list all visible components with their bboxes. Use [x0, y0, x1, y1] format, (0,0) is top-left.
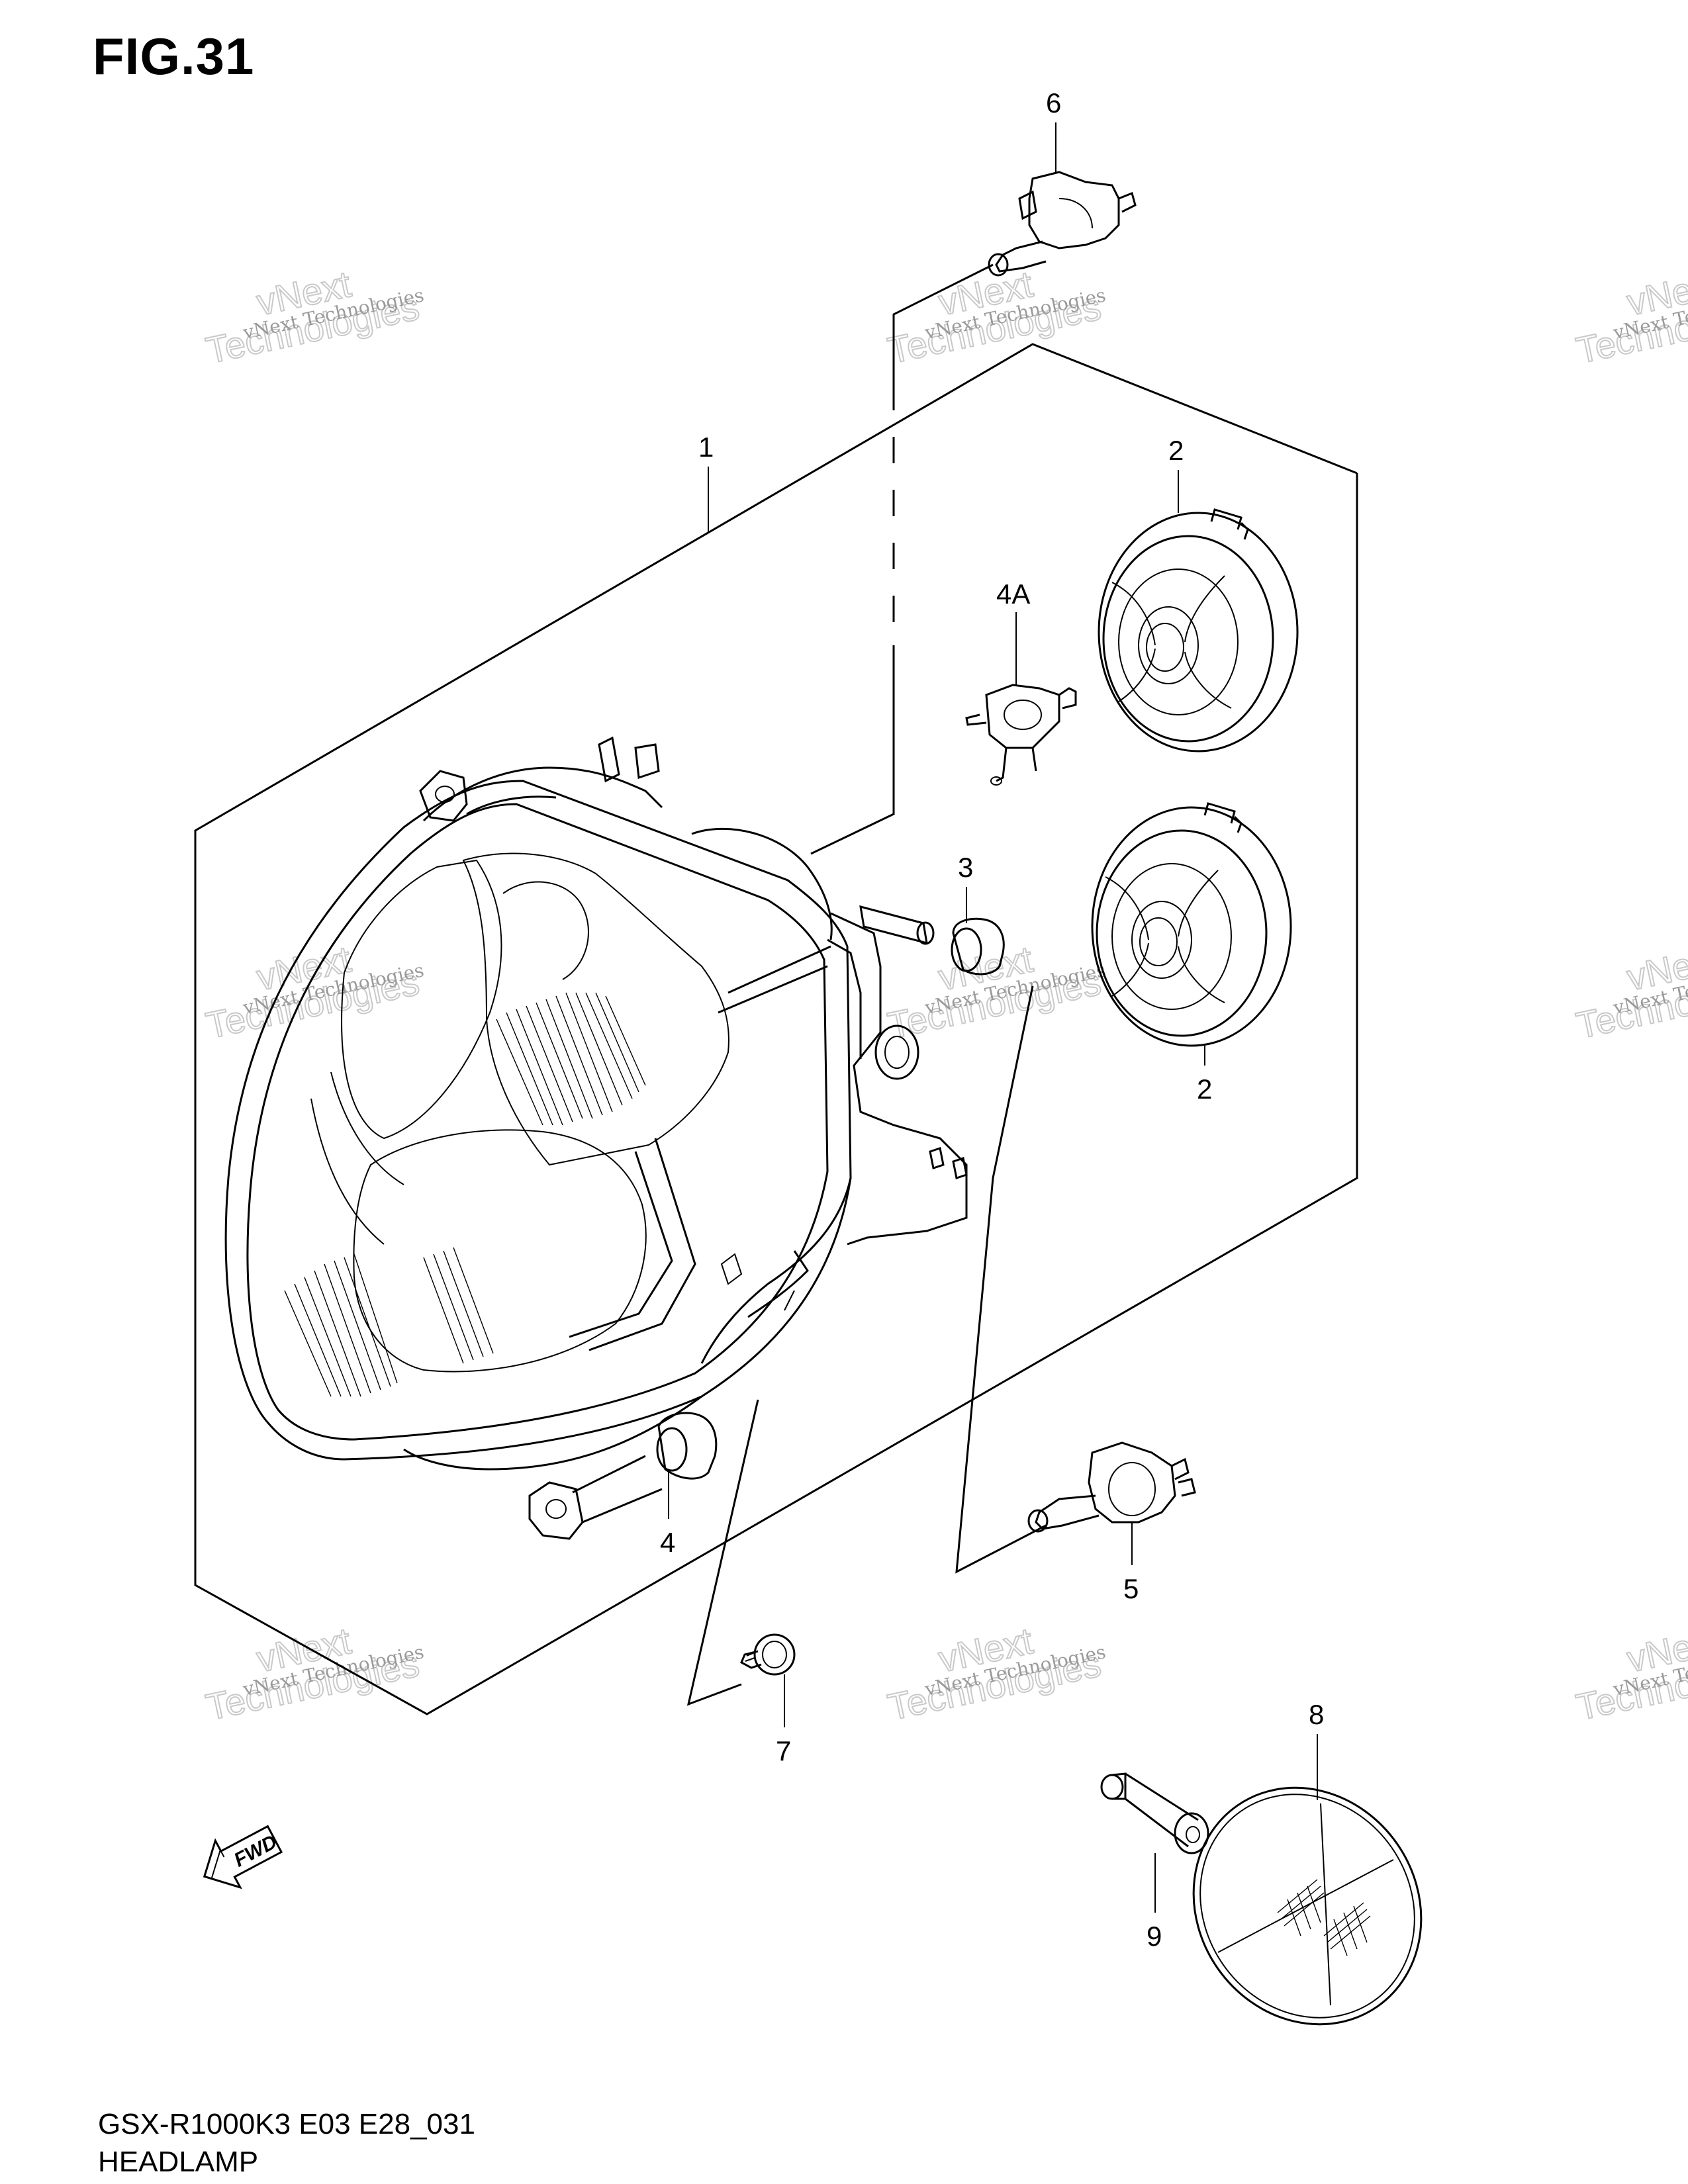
bulb-5-bracket	[955, 985, 1047, 1574]
bulb-5	[1027, 1441, 1196, 1533]
bulb-6-bracket	[810, 645, 895, 855]
lens-cover-8	[1192, 1786, 1423, 2026]
watermark-layer: Technologies vNext vNext Technologies Te…	[202, 262, 1688, 1729]
watermark: Technologies vNext vNext Technologies	[884, 262, 1108, 372]
watermark: Technologies vNext vNext Technologies	[884, 937, 1108, 1047]
bulb-6	[988, 171, 1137, 277]
callout-4a: 4A	[996, 578, 1030, 610]
lens-cover-hatching	[1277, 1879, 1371, 1956]
watermark: Technologies vNext vNext Technologies	[1572, 1619, 1688, 1729]
watermark: Technologies vNext vNext Technologies	[884, 1619, 1108, 1729]
assembly-frame	[194, 343, 1358, 1715]
pin-9	[1100, 1772, 1209, 1854]
screw-7-bracket	[686, 1399, 759, 1706]
screw-7	[740, 1633, 796, 1676]
watermark: Technologies vNext vNext Technologies	[202, 937, 426, 1047]
fwd-arrow-icon: FWD	[203, 1825, 283, 1889]
figure-title: FIG.31	[93, 27, 255, 85]
reflector-upper	[1098, 508, 1299, 752]
bulb-6-bracket	[892, 263, 994, 410]
callout-3: 3	[958, 852, 973, 883]
headlamp-housing	[224, 736, 968, 1540]
callout-8: 8	[1309, 1699, 1324, 1730]
watermark: Technologies vNext vNext Technologies	[1572, 937, 1688, 1047]
grommet-4	[572, 1412, 718, 1494]
leader-lines	[668, 122, 1318, 1913]
watermark: Technologies vNext vNext Technologies	[202, 262, 426, 372]
callout-9: 9	[1147, 1921, 1162, 1952]
callout-2-lower: 2	[1197, 1073, 1212, 1105]
callouts: 6 1 2 4A 3 2 4 5 7 8 9	[660, 87, 1324, 1952]
callout-6: 6	[1046, 87, 1061, 118]
reflector-lower	[1091, 802, 1292, 1047]
figure-name: HEADLAMP	[98, 2146, 259, 2178]
watermark: Technologies vNext vNext Technologies	[202, 1619, 426, 1729]
callout-2-upper: 2	[1168, 435, 1184, 466]
callout-7: 7	[776, 1735, 791, 1766]
lens-hatching	[284, 992, 646, 1397]
socket-4a	[965, 684, 1077, 786]
callout-4: 4	[660, 1527, 675, 1558]
callout-1: 1	[698, 432, 714, 463]
model-code: GSX-R1000K3 E03 E28_031	[98, 2108, 475, 2140]
watermark: Technologies vNext vNext Technologies	[1572, 262, 1688, 372]
callout-5: 5	[1123, 1573, 1139, 1604]
